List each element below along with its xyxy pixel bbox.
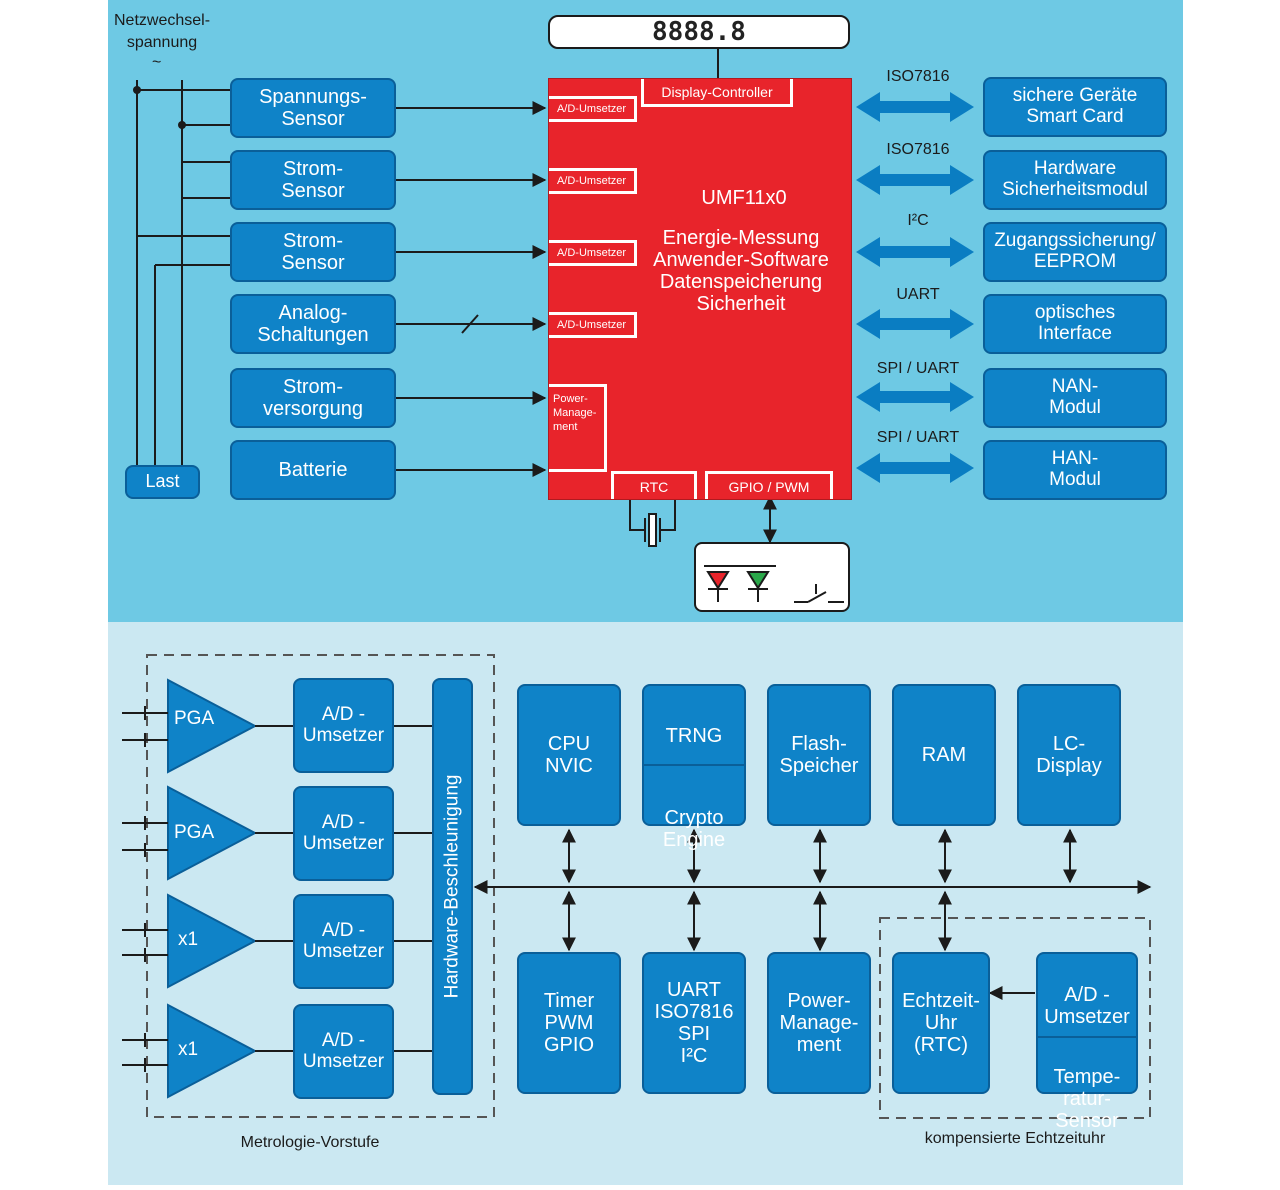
- smart-card-box: sichere Geräte Smart Card: [983, 77, 1167, 137]
- rtc-block: RTC: [611, 471, 697, 499]
- amp-label-2: PGA: [174, 822, 215, 843]
- analog-circuits-box: Analog- Schaltungen: [230, 294, 396, 354]
- rtc-group: [879, 917, 1151, 1119]
- current-sensor-box-1: Strom- Sensor: [230, 150, 396, 210]
- optical-interface-box: optisches Interface: [983, 294, 1167, 354]
- mains-wiring: [136, 80, 230, 465]
- led-switch-icons: [704, 565, 844, 603]
- amp-label-1: PGA: [174, 708, 215, 729]
- eeprom-box: Zugangssicherung/ EEPROM: [983, 222, 1167, 282]
- rtc-caption: kompensierte Echtzeituhr: [924, 1130, 1106, 1147]
- nan-module-box: NAN- Modul: [983, 368, 1167, 428]
- amplifier-inputs: [122, 706, 432, 1072]
- trng-crypto-box: TRNG Crypto Engine: [642, 684, 746, 851]
- adc-block-3: A/D-Umsetzer: [549, 240, 637, 266]
- adc-block-1: A/D-Umsetzer: [549, 96, 637, 122]
- metrology-adc-2: A/D - Umsetzer: [293, 786, 394, 881]
- hardware-acceleration-label: Hardware-Beschleunigung: [441, 774, 463, 999]
- chip-functions: Energie-Messung Anwender-Software Datens…: [653, 227, 829, 315]
- interface-label-3: I²C: [907, 212, 929, 229]
- crystal-icon: [629, 497, 676, 547]
- bus-links: [562, 828, 1077, 952]
- amp-label-3: x1: [178, 929, 199, 950]
- lcd-value: 8888.8: [652, 17, 746, 47]
- ram-box: RAM: [892, 684, 996, 826]
- metrology-adc-4: A/D - Umsetzer: [293, 1004, 394, 1099]
- amp-label-4: x1: [178, 1039, 199, 1060]
- trng-label: TRNG: [644, 708, 744, 766]
- mains-voltage-label: Netzwechsel- spannung: [113, 12, 211, 51]
- temperature-sensor-label: Tempe- ratur- Sensor: [1053, 1066, 1121, 1132]
- adc-block-2: A/D-Umsetzer: [549, 168, 637, 194]
- hardware-acceleration-box: Hardware-Beschleunigung: [432, 678, 473, 1095]
- chip-title: UMF11x0: [701, 187, 787, 209]
- interface-label-4: UART: [896, 286, 940, 303]
- cpu-nvic-box: CPU NVIC: [517, 684, 621, 826]
- power-management-box: Power- Manage- ment: [767, 952, 871, 1094]
- interface-label-5: SPI / UART: [876, 360, 960, 377]
- battery-box: Batterie: [230, 440, 396, 500]
- flash-memory-box: Flash- Speicher: [767, 684, 871, 826]
- timer-pwm-gpio-box: Timer PWM GPIO: [517, 952, 621, 1094]
- voltage-sensor-box: Spannungs- Sensor: [230, 78, 396, 138]
- adc-temp-sensor-box: A/D - Umsetzer Tempe- ratur- Sensor: [1036, 952, 1138, 1132]
- gpio-pwm-block: GPIO / PWM: [705, 471, 833, 499]
- metrology-adc-1: A/D - Umsetzer: [293, 678, 394, 773]
- load-box: Last: [125, 465, 200, 499]
- sensor-arrows: [396, 101, 547, 477]
- amplifier-shapes: [167, 678, 258, 1099]
- interface-arrows: [856, 92, 974, 483]
- crypto-engine-label: Crypto Engine: [662, 807, 726, 851]
- wire-junctions: [133, 86, 186, 129]
- rtc-box: Echtzeit- Uhr (RTC): [892, 952, 990, 1094]
- umf11x0-chip: Display-Controller A/D-Umsetzer A/D-Umse…: [548, 78, 852, 500]
- bus-slash: [461, 314, 479, 334]
- metrology-caption: Metrologie-Vorstufe: [240, 1134, 380, 1151]
- power-management-block: Power- Manage- ment: [549, 384, 607, 472]
- adc-block-4: A/D-Umsetzer: [549, 312, 637, 338]
- current-sensor-box-2: Strom- Sensor: [230, 222, 396, 282]
- display-controller-block: Display-Controller: [641, 79, 793, 107]
- hw-security-module-box: Hardware Sicherheitsmodul: [983, 150, 1167, 210]
- power-supply-box: Strom- versorgung: [230, 368, 396, 428]
- lc-display-box: LC- Display: [1017, 684, 1121, 826]
- interface-label-1: ISO7816: [886, 68, 950, 85]
- han-module-box: HAN- Modul: [983, 440, 1167, 500]
- led-switch-panel: [694, 542, 850, 612]
- uart-spi-box: UART ISO7816 SPI I²C: [642, 952, 746, 1094]
- interface-label-6: SPI / UART: [876, 429, 960, 446]
- lcd-display: 8888.8: [548, 15, 850, 49]
- rtc-adc-label: A/D - Umsetzer: [1038, 976, 1136, 1038]
- ac-symbol: ~: [152, 54, 162, 71]
- metrology-adc-3: A/D - Umsetzer: [293, 894, 394, 989]
- interface-label-2: ISO7816: [886, 141, 950, 158]
